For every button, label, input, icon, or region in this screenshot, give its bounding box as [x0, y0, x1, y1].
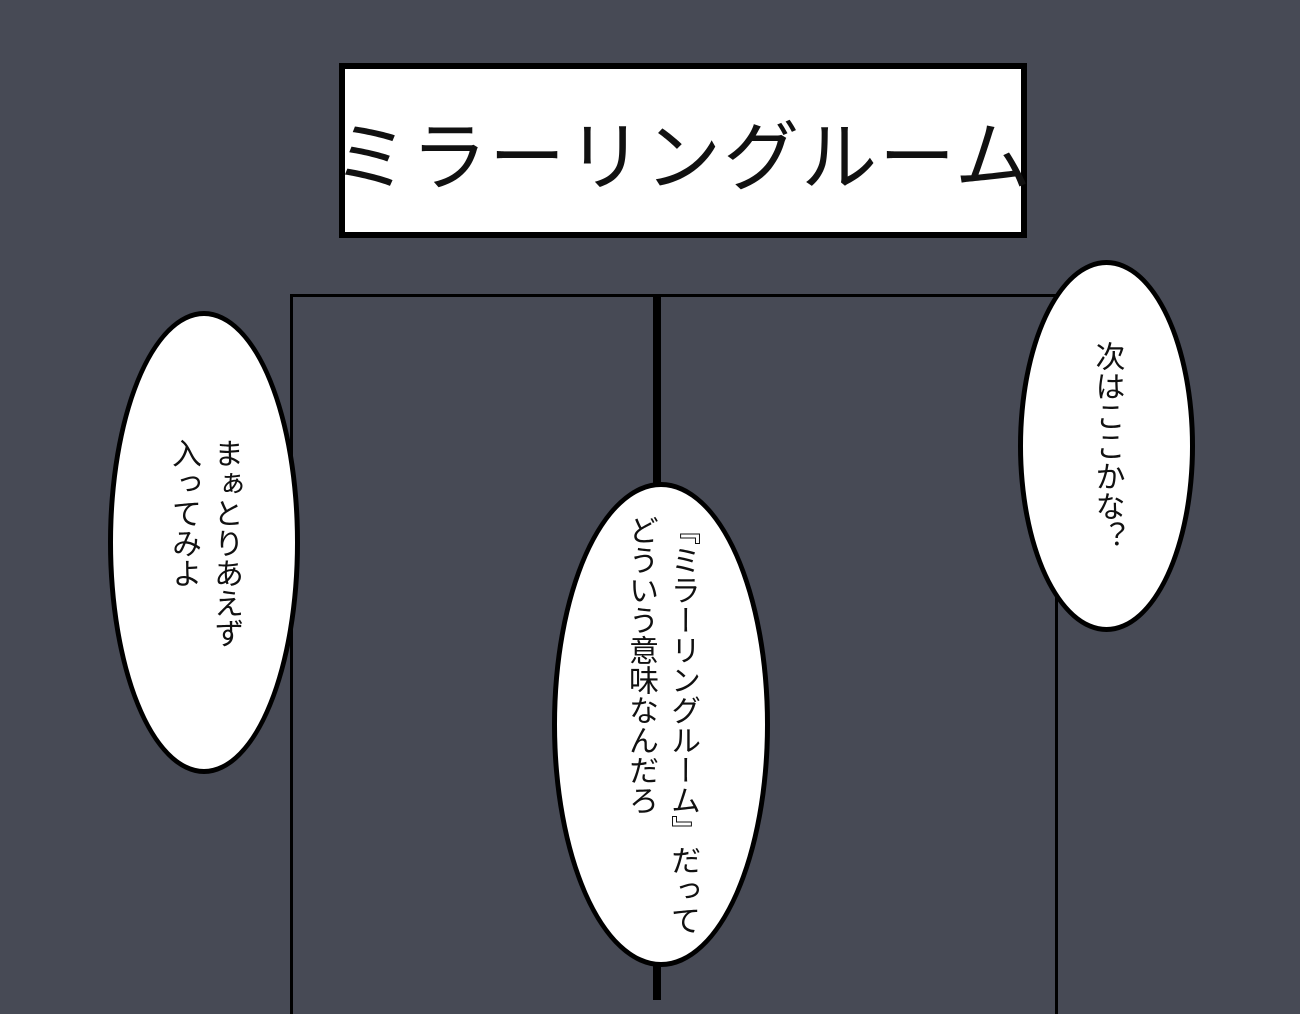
speech-bubble-middle-text: 『ミラーリングルーム』だって どういう意味なんだろ — [623, 514, 700, 935]
room-sign: ミラーリングルーム — [333, 63, 1031, 238]
speech-bubble-left-text: まぁとりあえず 入ってみよ — [166, 437, 243, 648]
door-frame — [290, 294, 1058, 1014]
room-sign-text: ミラーリングルーム — [333, 112, 1033, 202]
speech-bubble-right-text: 次はここかな？ — [1089, 341, 1125, 551]
speech-bubble-right: 次はここかな？ — [1018, 260, 1195, 632]
speech-bubble-middle: 『ミラーリングルーム』だって どういう意味なんだろ — [552, 482, 770, 967]
speech-bubble-left: まぁとりあえず 入ってみよ — [108, 311, 300, 774]
